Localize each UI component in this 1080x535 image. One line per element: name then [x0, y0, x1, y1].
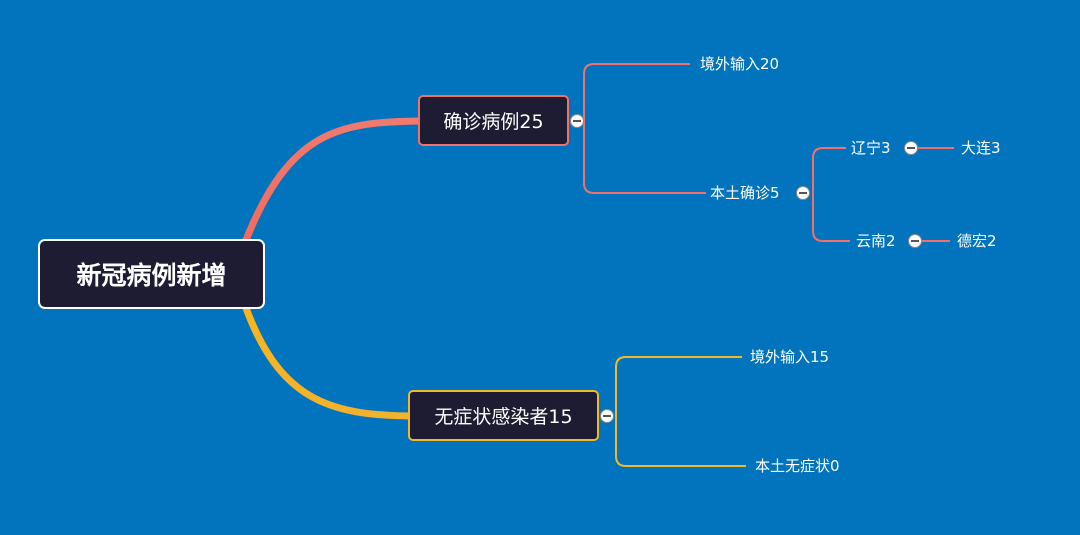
connector-confirmed-import	[583, 63, 690, 121]
connector-confirmed-local	[583, 121, 706, 194]
connector-asym-local	[615, 416, 746, 467]
branch-node-asymptomatic-label: 无症状感染者15	[434, 406, 573, 428]
collapse-toggle-liaoning[interactable]	[904, 141, 918, 155]
root-node[interactable]: 新冠病例新增	[38, 239, 265, 309]
asymptomatic-sublinks	[615, 356, 746, 467]
leaf-node-liaoning[interactable]: 辽宁3	[851, 139, 891, 157]
leaf-node-dehong[interactable]: 德宏2	[957, 232, 997, 250]
branch-node-confirmed[interactable]: 确诊病例25	[418, 95, 569, 146]
collapse-toggle-asymptomatic[interactable]	[600, 409, 614, 423]
root-node-label: 新冠病例新增	[76, 261, 227, 290]
collapse-toggle-yunnan[interactable]	[908, 234, 922, 248]
collapse-toggle-confirmed[interactable]	[570, 114, 584, 128]
leaf-node-confirmed-import[interactable]: 境外输入20	[700, 55, 780, 73]
confirmed-sublinks	[583, 63, 954, 242]
connector-root-asymptomatic	[242, 304, 414, 420]
connector-asym-import	[615, 356, 742, 416]
collapse-toggle-confirmed-local[interactable]	[796, 186, 810, 200]
leaf-node-asym-import[interactable]: 境外输入15	[750, 348, 830, 366]
branch-node-confirmed-label: 确诊病例25	[443, 111, 544, 133]
branch-node-asymptomatic[interactable]: 无症状感染者15	[408, 390, 599, 441]
connector-local-yunnan	[812, 193, 850, 242]
leaf-node-asym-local[interactable]: 本土无症状0	[755, 457, 840, 475]
leaf-node-yunnan[interactable]: 云南2	[856, 232, 896, 250]
leaf-node-dalian[interactable]: 大连3	[961, 139, 1001, 157]
connector-local-liaoning	[812, 147, 846, 193]
leaf-node-confirmed-local[interactable]: 本土确诊5	[710, 184, 780, 202]
connector-root-confirmed	[242, 117, 424, 244]
